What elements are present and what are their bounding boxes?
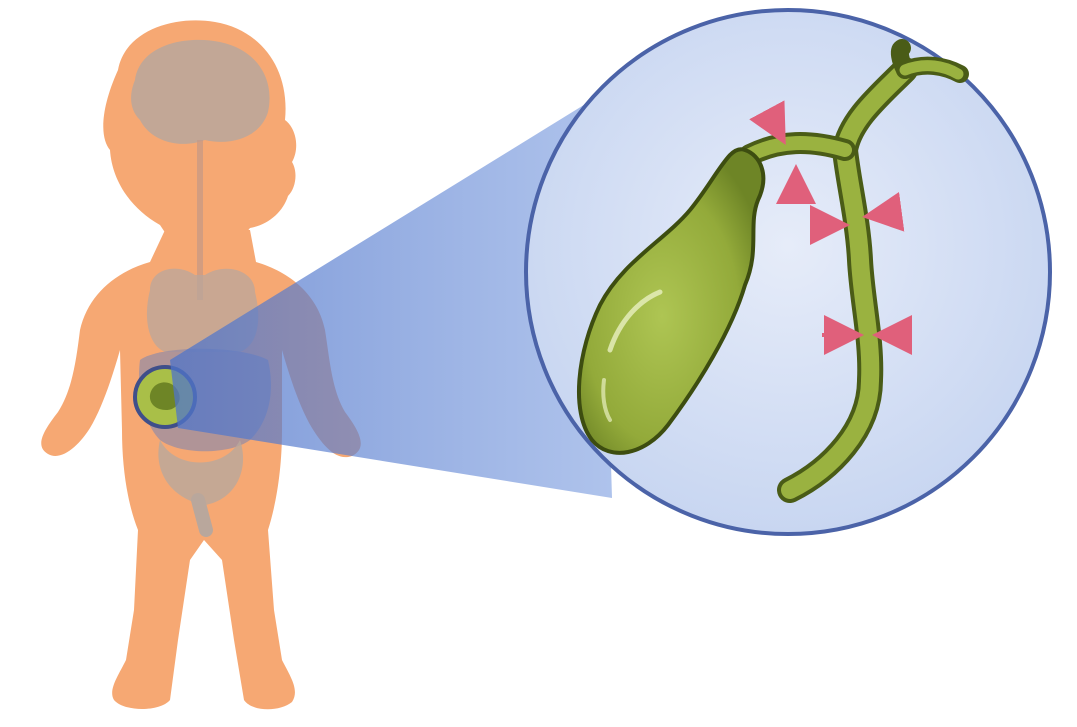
- lower-tract: [198, 500, 206, 530]
- caption-strip: [0, 705, 1077, 727]
- brain: [131, 40, 269, 144]
- magnifier-lens: [526, 10, 1050, 534]
